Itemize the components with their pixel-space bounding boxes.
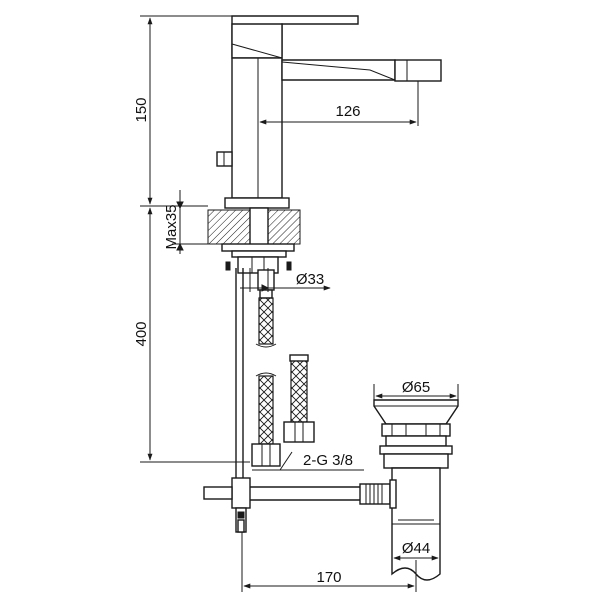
cartridge-cap [231,23,283,59]
popup-linkage [203,477,360,533]
hose-nut-long [251,443,281,467]
dimension-labels: 150 126 Max35 Ø33 400 2-G 3/8 Ø65 Ø44 17… [133,97,430,586]
label-spout-height: 150 [133,97,150,122]
label-waste-body: Ø44 [402,540,430,557]
label-connection-thread: 2-G 3/8 [303,452,353,469]
label-hole-diameter: Ø33 [296,271,324,288]
popup-waste [359,399,459,581]
hose-nut-short [283,421,315,443]
label-mixer-to-waste: 170 [316,569,341,586]
hose-braid-short [290,359,308,423]
label-spout-reach: 126 [335,103,360,120]
mixer-body [216,15,442,199]
deck-section [207,197,301,274]
label-hose-length: 400 [133,321,150,346]
hose-braid-long [258,297,274,345]
label-waste-head: Ø65 [402,379,430,396]
mixer-column [231,57,283,199]
waste-cap [373,399,459,425]
label-deck-thickness: Max35 [163,204,180,249]
dimension-lines [140,15,459,592]
spout [281,59,396,81]
aerator [394,59,442,82]
fixing-washer [221,243,295,252]
